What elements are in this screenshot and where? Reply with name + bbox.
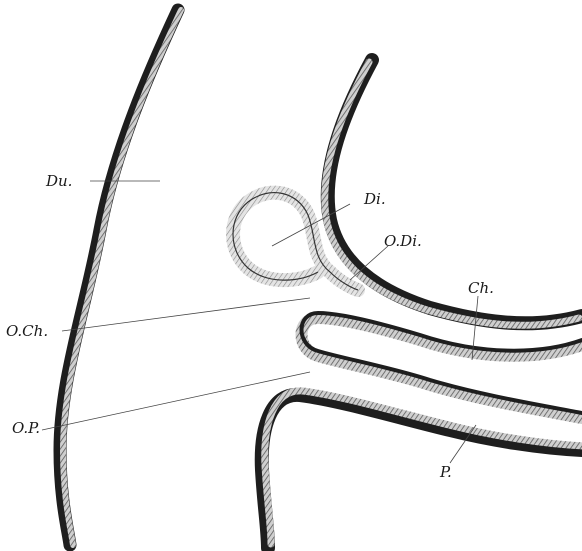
label-di: Di. (363, 190, 386, 208)
label-och: O.Ch. (6, 322, 48, 340)
leader-och (62, 298, 310, 331)
label-p: P. (439, 463, 452, 481)
label-op: O.P. (12, 419, 40, 437)
label-ch: Ch. (468, 279, 494, 297)
left-wall (60, 10, 181, 545)
label-odi: O.Di. (384, 232, 422, 250)
label-du: Du. (45, 172, 72, 190)
